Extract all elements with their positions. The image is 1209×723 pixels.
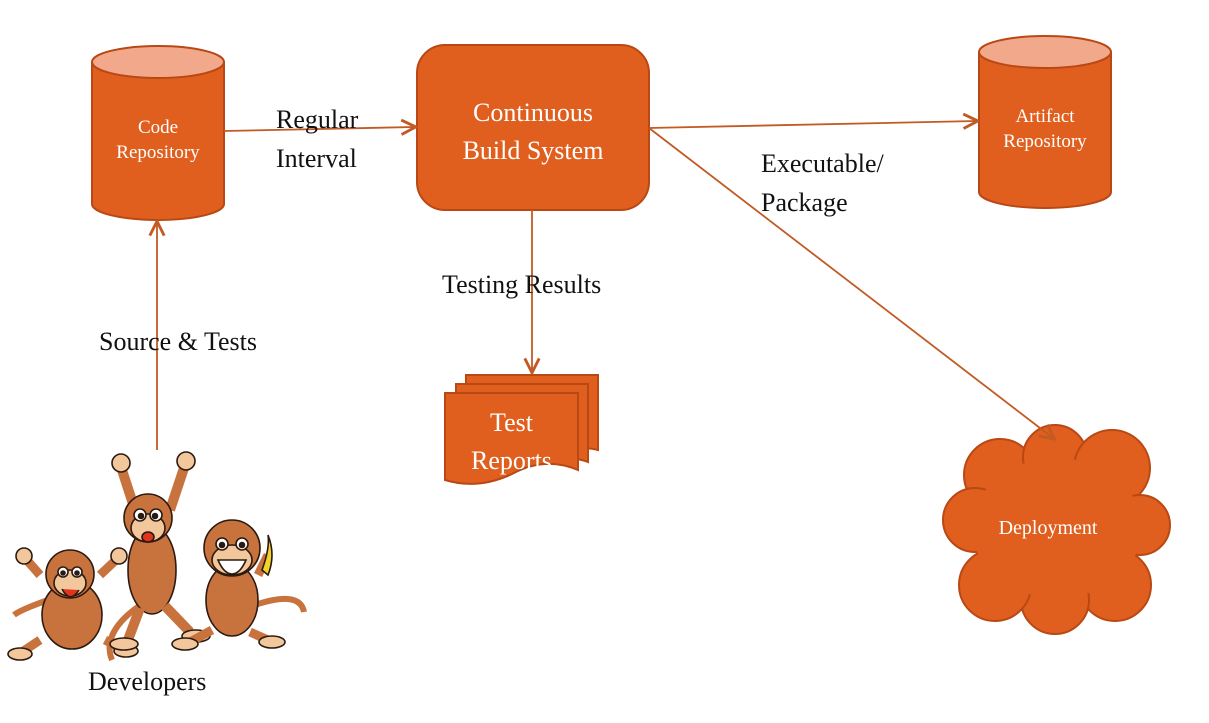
executable-package-line-2: Package bbox=[761, 188, 848, 217]
test-reports-documents bbox=[444, 374, 599, 485]
test-reports-line-2: Reports bbox=[471, 445, 552, 475]
regular-interval-line-2: Interval bbox=[276, 144, 357, 173]
artifact-repository-line-1: Artifact bbox=[1015, 106, 1075, 127]
artifact-repository-cylinder bbox=[978, 35, 1112, 209]
deployment-cloud bbox=[942, 424, 1171, 635]
code-repository-line-1: Code bbox=[137, 117, 179, 138]
deployment-text: Deployment bbox=[998, 517, 1098, 539]
developers-label: Developers bbox=[88, 667, 207, 696]
monkey-right bbox=[171, 519, 307, 651]
artifact-repository-label: Artifact Repository bbox=[979, 105, 1111, 154]
artifact-repository-line-2: Repository bbox=[1003, 130, 1087, 152]
arrow-repo-to-build bbox=[223, 127, 414, 131]
arrow-build-to-artifact bbox=[648, 121, 976, 128]
arrow-build-to-deployment bbox=[648, 127, 1053, 438]
build-system-label: Continuous Build System bbox=[417, 94, 649, 169]
executable-package-label: Executable/ Package bbox=[761, 144, 884, 222]
regular-interval-label: Regular Interval bbox=[276, 100, 358, 178]
executable-package-line-1: Executable/ bbox=[761, 149, 884, 178]
testing-results-label: Testing Results bbox=[442, 270, 602, 299]
code-repository-label: Code Repository bbox=[92, 116, 224, 165]
code-repository-cylinder bbox=[91, 45, 225, 221]
source-tests-label: Source & Tests bbox=[99, 327, 258, 356]
test-reports-label: Test Reports bbox=[445, 404, 578, 479]
test-reports-line-1: Test bbox=[490, 408, 533, 437]
deployment-label: Deployment bbox=[968, 515, 1128, 541]
code-repository-line-2: Repository bbox=[116, 141, 200, 163]
build-system-line-1: Continuous bbox=[473, 98, 593, 127]
monkeys-illustration bbox=[7, 451, 307, 662]
build-system-line-2: Build System bbox=[462, 135, 604, 165]
regular-interval-line-1: Regular bbox=[276, 105, 359, 134]
